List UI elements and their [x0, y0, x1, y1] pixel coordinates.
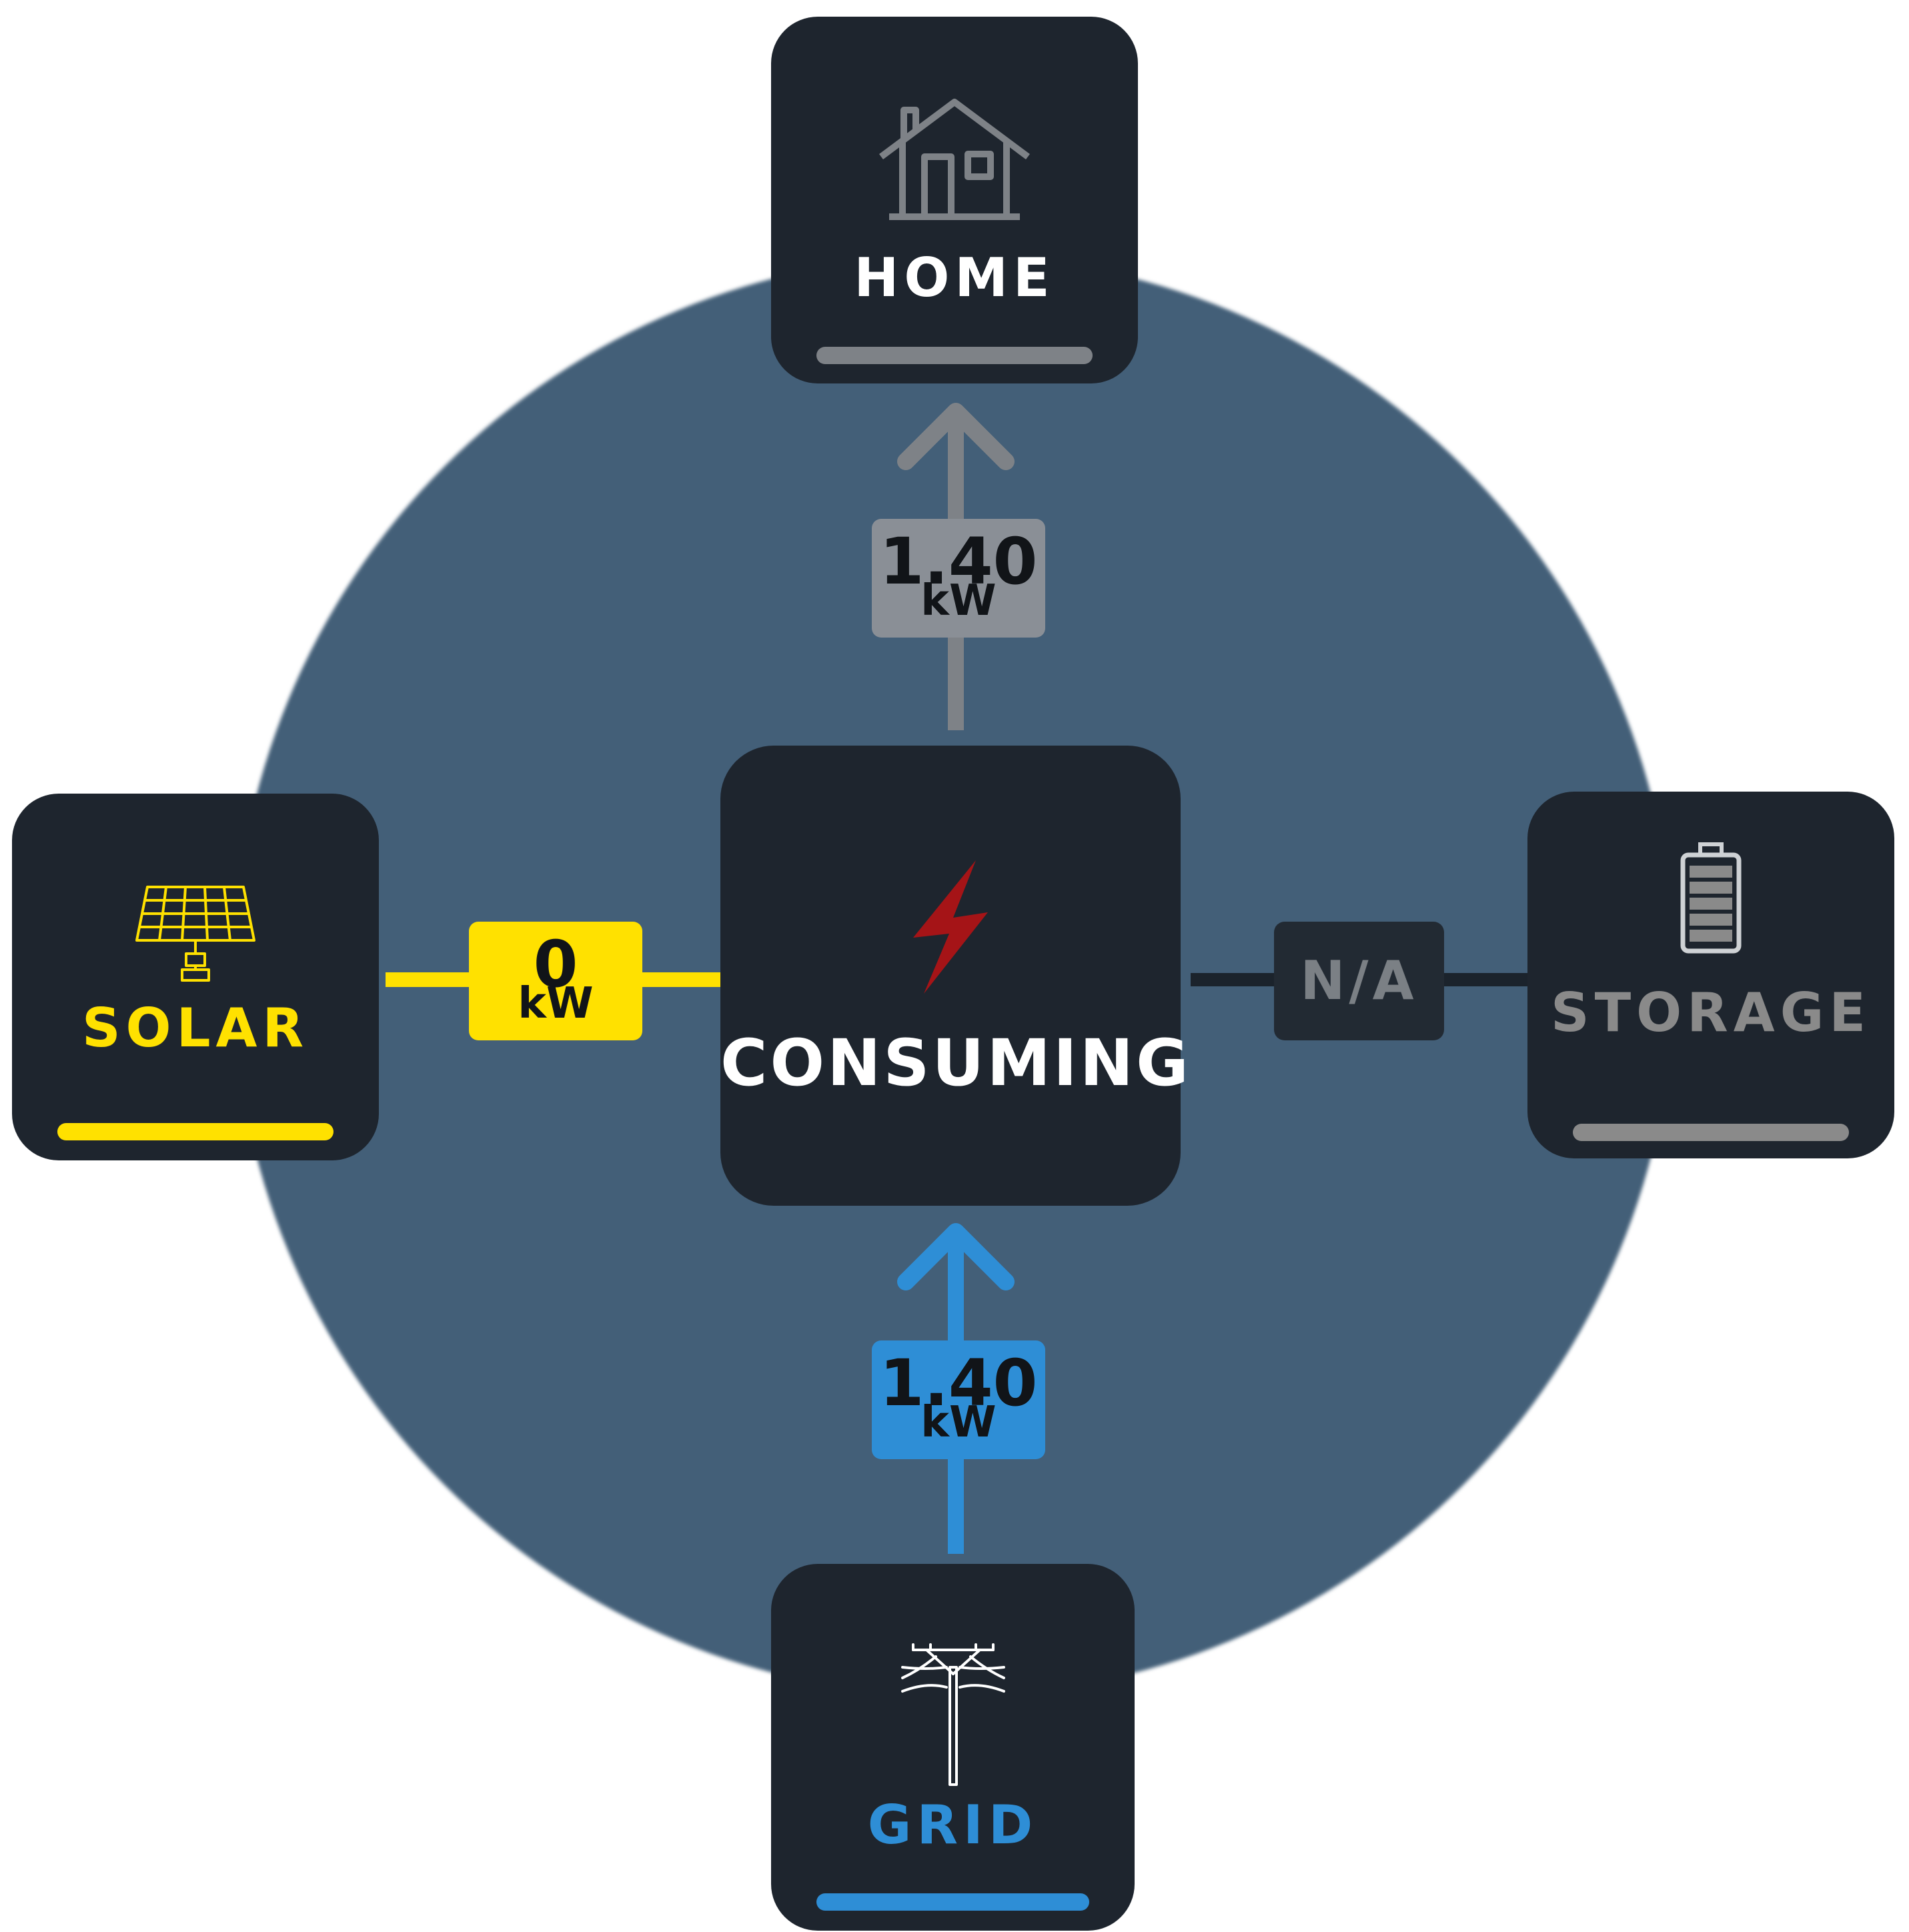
- storage-status-bar: [1573, 1124, 1849, 1141]
- grid-flow-value: 1.40: [879, 1346, 1038, 1420]
- solar-panel-icon: [135, 886, 255, 982]
- home-tile[interactable]: HOME: [771, 17, 1138, 383]
- home-flow-unit: kW: [920, 576, 997, 626]
- power-pole-icon: [900, 1643, 1005, 1786]
- solar-status-bar: [57, 1123, 334, 1140]
- storage-label: STORAGE: [1550, 982, 1872, 1044]
- home-label: HOME: [854, 247, 1055, 309]
- solar-tile[interactable]: SOLAR: [12, 794, 379, 1160]
- grid-status-bar: [816, 1893, 1089, 1911]
- home-status-bar: [816, 347, 1093, 364]
- solar-label: SOLAR: [81, 997, 309, 1059]
- storage-tile[interactable]: STORAGE: [1527, 792, 1894, 1158]
- center-status-label: CONSUMING: [720, 1026, 1191, 1100]
- battery-icon: [1680, 842, 1742, 954]
- grid-flow-arrow-icon: [897, 1223, 1015, 1290]
- storage-flow-badge: N/A: [1274, 922, 1444, 1040]
- grid-flow-unit: kW: [920, 1398, 997, 1447]
- solar-flow-value: 0: [533, 927, 578, 1002]
- consuming-tile[interactable]: CONSUMING: [720, 746, 1191, 1206]
- home-flow-value: 1.40: [879, 524, 1038, 599]
- home-flow-badge: 1.40 kW: [872, 519, 1045, 638]
- house-icon: [879, 99, 1030, 220]
- solar-flow-badge: 0 kW: [469, 922, 642, 1040]
- grid-flow-badge: 1.40 kW: [872, 1340, 1045, 1459]
- grid-tile[interactable]: GRID: [771, 1564, 1135, 1931]
- lightning-bolt-icon: [913, 860, 988, 994]
- grid-label: GRID: [867, 1794, 1039, 1856]
- home-flow-arrow-icon: [897, 403, 1015, 470]
- solar-flow-unit: kW: [518, 979, 594, 1028]
